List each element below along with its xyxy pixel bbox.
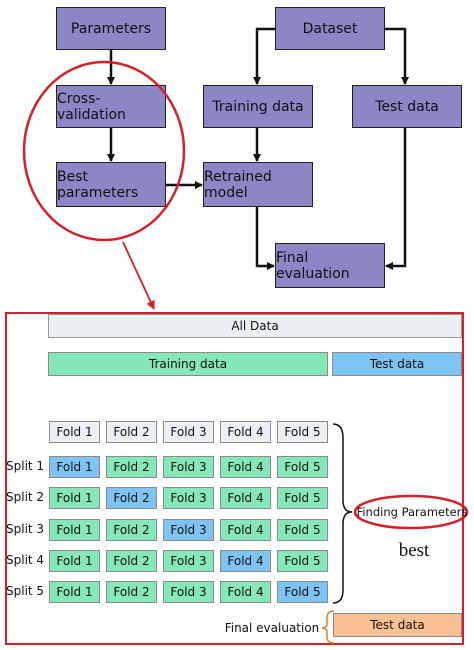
- all-data-label: All Data: [231, 319, 279, 333]
- split-5-fold-2: Fold 2: [106, 581, 157, 603]
- split-label-4: Split 4: [6, 553, 45, 567]
- dataset-box: Dataset: [275, 7, 385, 50]
- final-test-data-label: Test data: [370, 618, 425, 632]
- retrained-model-label: Retrained model: [204, 168, 272, 201]
- highlight-ellipse-finding: [353, 494, 469, 530]
- cross-validation-box: Cross-validation: [56, 85, 166, 128]
- best-parameters-box: Best parameters: [56, 162, 166, 207]
- final-evaluation-brace: [321, 610, 335, 644]
- fold-header-2-label: Fold 2: [113, 425, 150, 439]
- training-data-label: Training data: [212, 98, 304, 115]
- test-data-bar: Test data: [332, 352, 462, 376]
- split-1-fold-2: Fold 2: [106, 456, 157, 478]
- split-2-fold-1: Fold 1: [49, 487, 100, 509]
- arrow-dataset-to-test: [385, 27, 409, 85]
- split-3-fold-3: Fold 3: [163, 519, 214, 541]
- test-data-label: Test data: [375, 98, 439, 115]
- finding-parameters-text: Finding Parameters: [356, 505, 468, 519]
- final-evaluation-label-detail: Final evaluation: [224, 621, 320, 635]
- split-5-fold-3: Fold 3: [163, 581, 214, 603]
- final-test-data-bar: Test data: [333, 613, 462, 637]
- split-label-1: Split 1: [6, 459, 45, 473]
- split-2-fold-3: Fold 3: [163, 487, 214, 509]
- split-5-fold-4: Fold 4: [220, 581, 271, 603]
- split-1-fold-5: Fold 5: [277, 456, 328, 478]
- split-5-fold-1: Fold 1: [49, 581, 100, 603]
- arrow-test-to-final: [385, 128, 407, 270]
- best-text: best: [398, 540, 430, 561]
- fold-header-2: Fold 2: [106, 421, 157, 443]
- split-label-5: Split 5: [6, 584, 45, 598]
- fold-header-5: Fold 5: [277, 421, 328, 443]
- retrained-model-box: Retrained model: [203, 162, 313, 207]
- training-data-box: Training data: [203, 85, 313, 128]
- arrow-dataset-to-training: [253, 27, 275, 85]
- split-3-fold-2: Fold 2: [106, 519, 157, 541]
- fold-header-3: Fold 3: [163, 421, 214, 443]
- best-label: best: [382, 538, 446, 564]
- split-4-fold-2: Fold 2: [106, 550, 157, 572]
- training-data-bar: Training data: [48, 352, 328, 376]
- pointer-arrow: [122, 241, 155, 310]
- split-2-fold-4: Fold 4: [220, 487, 271, 509]
- split-4-fold-3: Fold 3: [163, 550, 214, 572]
- split-5-fold-5: Fold 5: [277, 581, 328, 603]
- parameters-label: Parameters: [70, 20, 152, 37]
- training-data-bar-label: Training data: [148, 357, 228, 371]
- split-1-fold-1: Fold 1: [49, 456, 100, 478]
- arrow-retrained-to-final: [255, 207, 275, 270]
- split-1-fold-4: Fold 4: [220, 456, 271, 478]
- fold-header-5-label: Fold 5: [284, 425, 321, 439]
- fold-header-3-label: Fold 3: [170, 425, 207, 439]
- split-label-3: Split 3: [6, 522, 45, 536]
- final-evaluation-text: Final evaluation: [222, 618, 322, 638]
- final-evaluation-label: Final evaluation: [276, 249, 350, 282]
- split-4-fold-5: Fold 5: [277, 550, 328, 572]
- fold-header-4-label: Fold 4: [227, 425, 264, 439]
- test-data-bar-label: Test data: [369, 357, 425, 371]
- split-3-fold-4: Fold 4: [220, 519, 271, 541]
- cross-validation-label: Cross-validation: [57, 90, 126, 123]
- split-label-2: Split 2: [6, 490, 45, 504]
- split-2-fold-2: Fold 2: [106, 487, 157, 509]
- split-1-fold-3: Fold 3: [163, 456, 214, 478]
- fold-header-1-label: Fold 1: [56, 425, 93, 439]
- split-4-fold-4: Fold 4: [220, 550, 271, 572]
- detail-frame: [5, 312, 464, 645]
- best-parameters-label: Best parameters: [57, 168, 139, 201]
- final-evaluation-box: Final evaluation: [275, 243, 385, 288]
- split-3-fold-5: Fold 5: [277, 519, 328, 541]
- finding-parameters-label: Finding Parameters: [356, 502, 468, 522]
- highlight-ellipse-top: [22, 60, 186, 242]
- parameters-box: Parameters: [56, 7, 166, 50]
- fold-header-1: Fold 1: [49, 421, 100, 443]
- test-data-box: Test data: [352, 85, 462, 128]
- split-3-fold-1: Fold 1: [49, 519, 100, 541]
- fold-header-4: Fold 4: [220, 421, 271, 443]
- dataset-label: Dataset: [302, 20, 358, 37]
- split-2-fold-5: Fold 5: [277, 487, 328, 509]
- finding-parameters-brace: [332, 423, 353, 604]
- split-4-fold-1: Fold 1: [49, 550, 100, 572]
- all-data-bar: All Data: [48, 314, 462, 338]
